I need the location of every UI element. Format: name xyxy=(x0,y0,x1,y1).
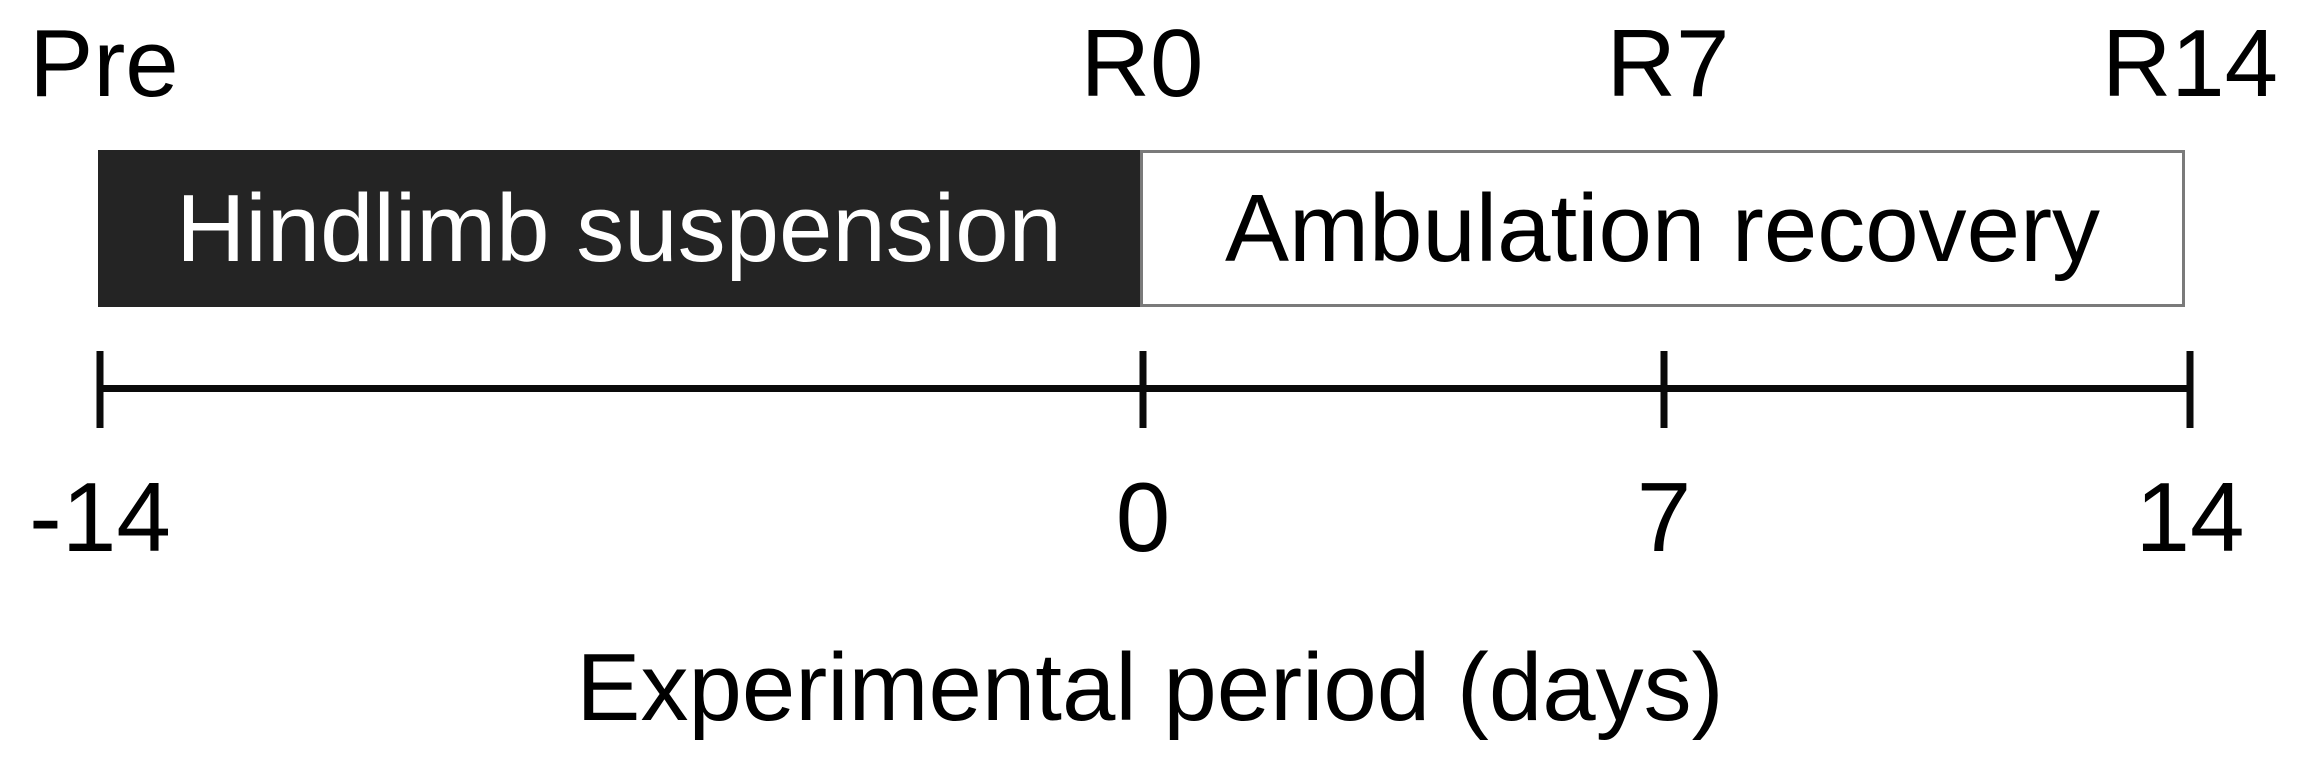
timepoint-label-r14: R14 xyxy=(2101,10,2279,117)
axis-tick-14 xyxy=(2186,351,2194,428)
tick-label-7: 7 xyxy=(1636,462,1692,572)
phase-segment-ambulation-recovery: Ambulation recovery xyxy=(1140,150,2185,307)
phase-bar: Hindlimb suspension Ambulation recovery xyxy=(98,150,2185,307)
axis-tick-minus-14 xyxy=(96,351,104,428)
phase-segment-hindlimb-suspension: Hindlimb suspension xyxy=(98,150,1140,307)
tick-label-0: 0 xyxy=(1115,462,1171,572)
timepoint-label-r7: R7 xyxy=(1606,10,1730,117)
phase-label-hindlimb-suspension: Hindlimb suspension xyxy=(176,174,1062,282)
axis-tick-7 xyxy=(1660,351,1668,428)
axis-tick-0 xyxy=(1139,351,1147,428)
timepoint-label-pre: Pre xyxy=(29,10,179,117)
axis-title: Experimental period (days) xyxy=(576,634,1724,741)
timepoint-label-r0: R0 xyxy=(1080,10,1204,117)
tick-label-minus-14: -14 xyxy=(29,462,171,572)
tick-label-14: 14 xyxy=(2135,462,2245,572)
phase-label-ambulation-recovery: Ambulation recovery xyxy=(1224,174,2101,282)
